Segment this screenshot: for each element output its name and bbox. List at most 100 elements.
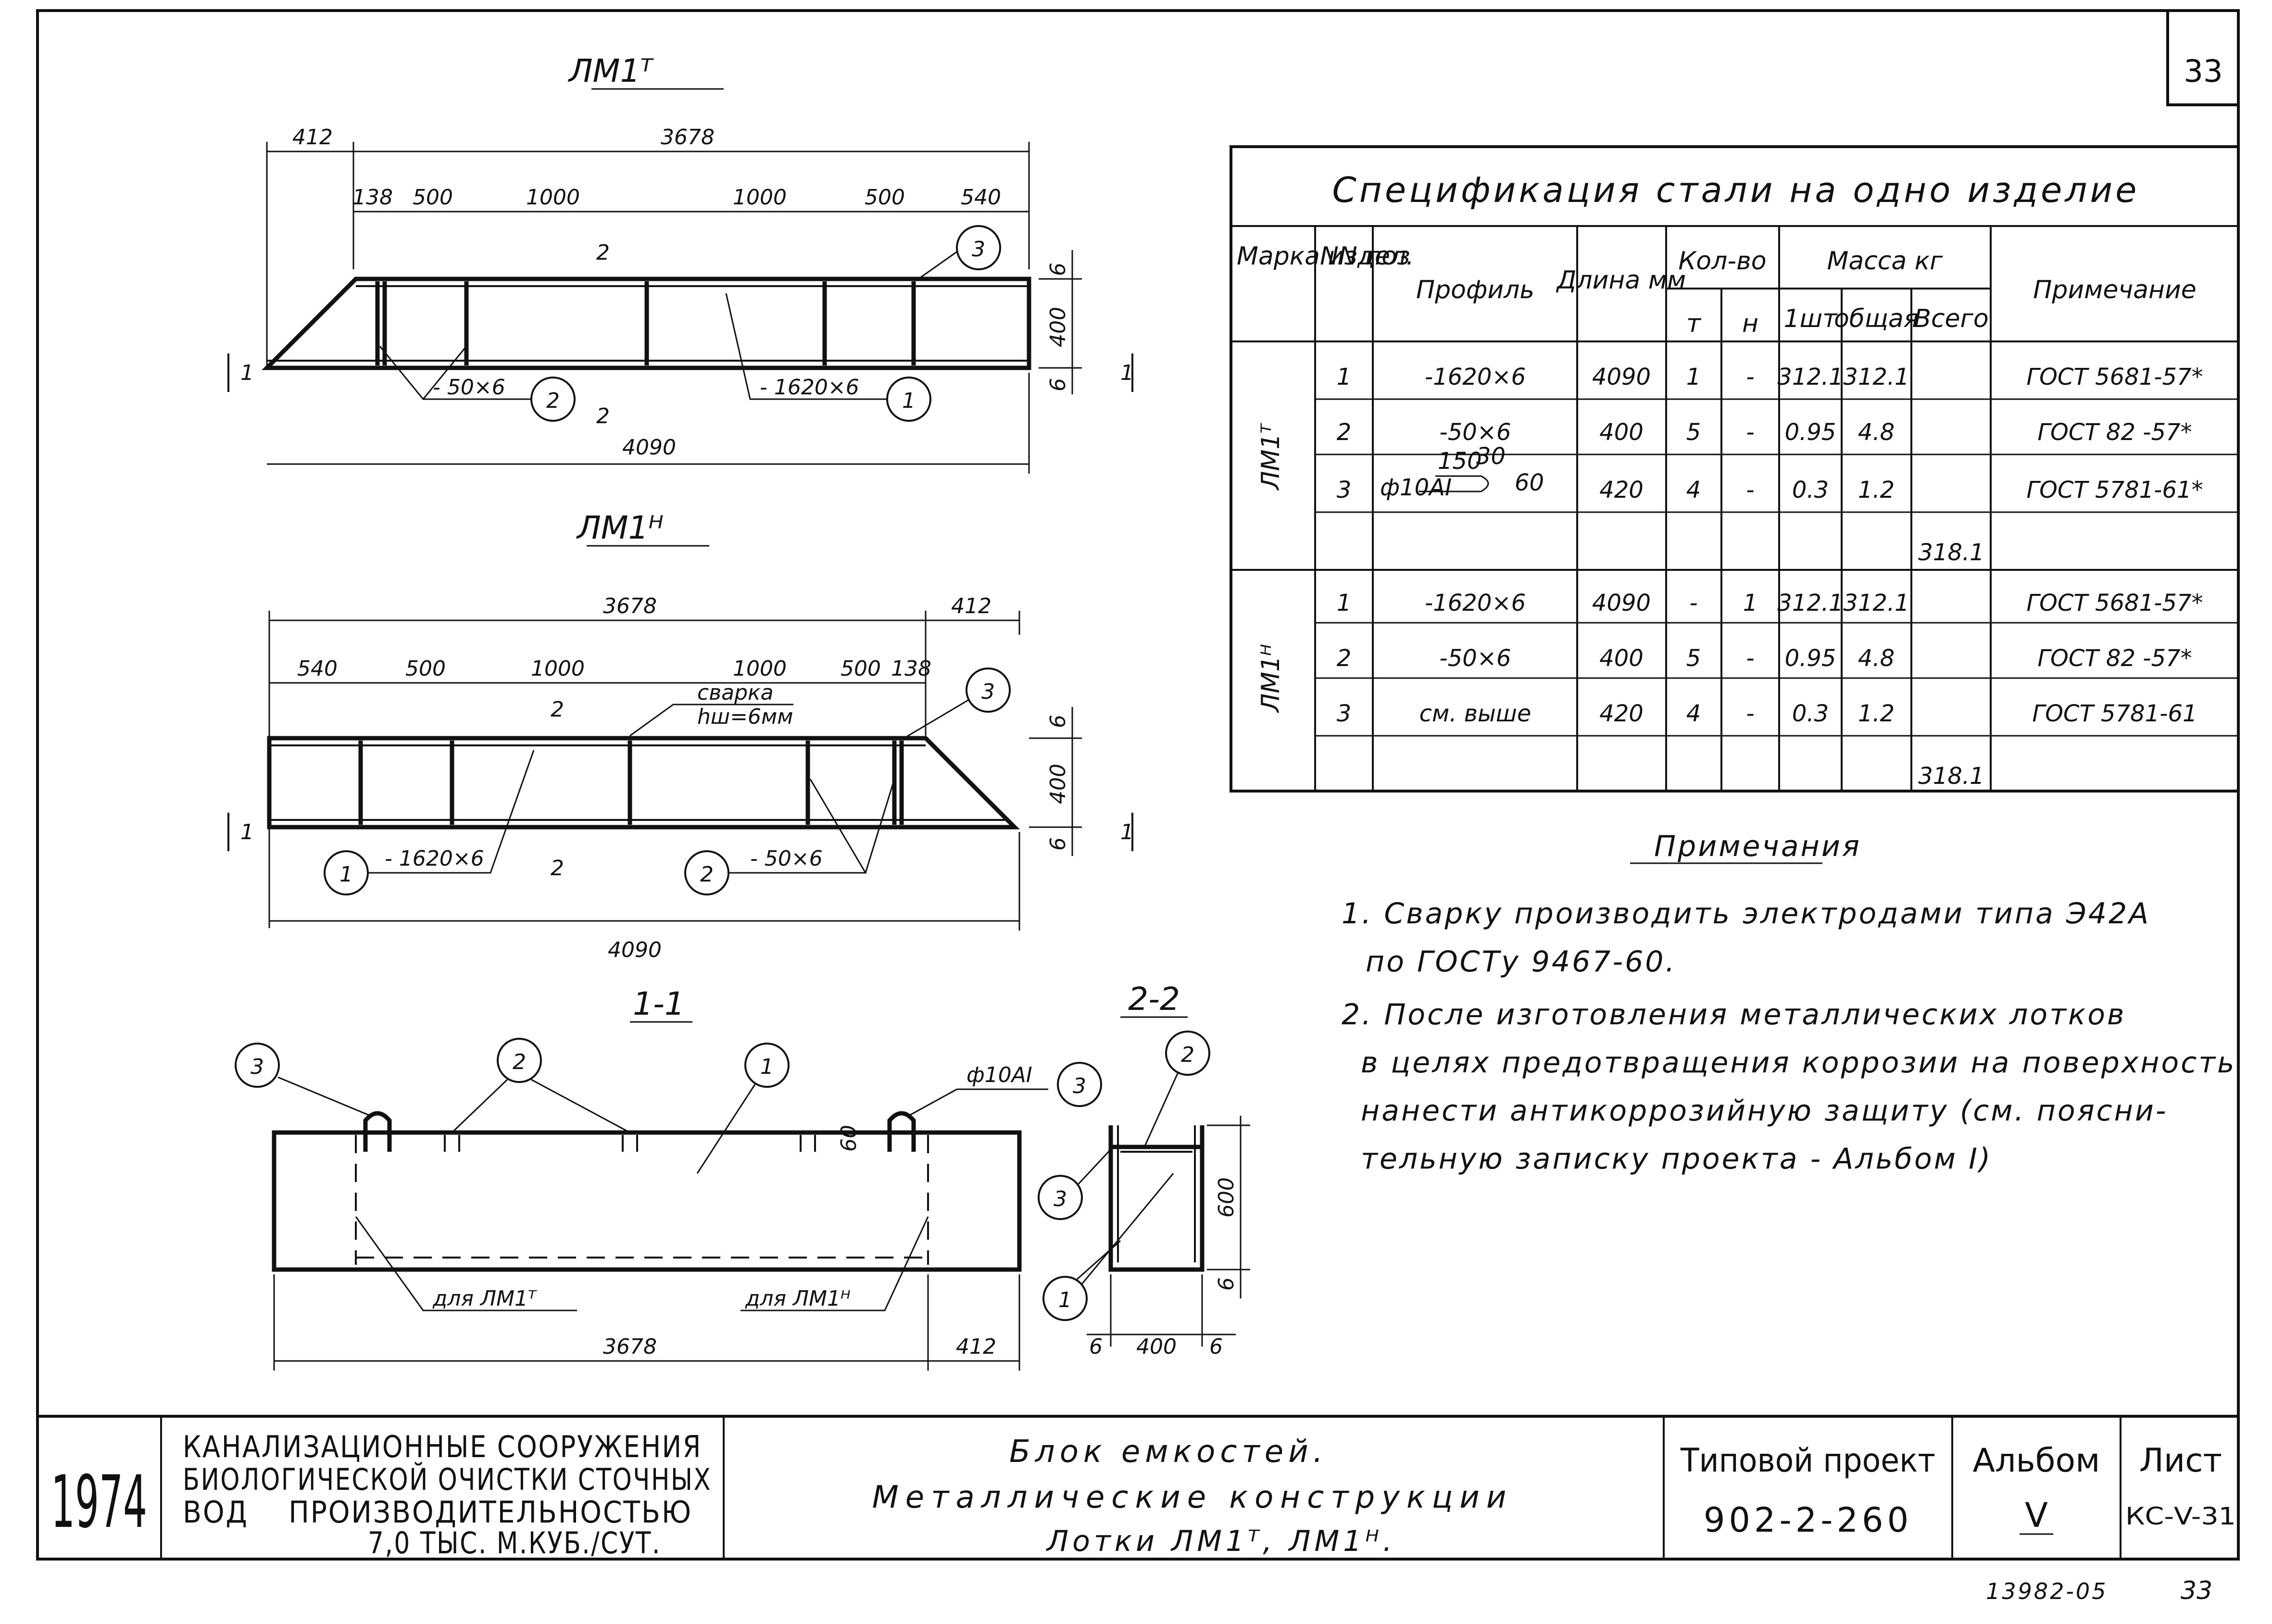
notes-title: Примечания: [1654, 830, 1861, 863]
callout-2: [497, 1038, 542, 1083]
svg-text:5: 5: [1686, 419, 1701, 446]
section-1-1-title: 1-1: [633, 985, 685, 1022]
lm1t-dim: 412: [292, 125, 333, 150]
lm1h-dim: 138: [891, 656, 931, 681]
lm1h-dim: 6: [1046, 837, 1070, 851]
svg-text:ГОСТ 82 -57*: ГОСТ 82 -57*: [2037, 419, 2192, 446]
sheet-number: 33: [2184, 54, 2222, 89]
section-1-1-dim: 60: [837, 1125, 861, 1152]
callout-3: [235, 1043, 280, 1088]
svg-text:4.8: 4.8: [1858, 419, 1895, 446]
svg-text:0.95: 0.95: [1785, 419, 1836, 446]
lm1t-dim: 400: [1046, 307, 1070, 347]
section-2-2: 2-2 2 3 1 600 6 6 400 6: [1038, 981, 1250, 1359]
lm1h-title: ЛМ1ᴴ: [576, 509, 664, 546]
svg-text:0.3: 0.3: [1792, 700, 1829, 727]
title-org: БИОЛОГИЧЕСКОЙ ОЧИСТКИ СТОЧНЫХ: [183, 1462, 712, 1497]
callout-1: [744, 1043, 790, 1088]
section-2-2-dim: 600: [1214, 1177, 1239, 1218]
notes: Примечания 1. Сварку производить электро…: [1342, 830, 2236, 1176]
lm1h-section-mark: 2: [551, 697, 564, 722]
note-line: 1. Сварку производить электродами типа Э…: [1342, 897, 2150, 931]
lm1t-dim: 1000: [733, 185, 787, 210]
spec-row: 2 -50×6 400 5 - 0.95 4.8 ГОСТ 82 -57*: [1337, 645, 2192, 672]
lm1h-dim: 540: [297, 656, 338, 681]
svg-text:4090: 4090: [1592, 590, 1651, 617]
section-1-1-dim: 3678: [603, 1334, 657, 1359]
spec-header-mass: Масса кг: [1827, 247, 1943, 276]
lm1h-dim: 1000: [531, 656, 585, 681]
title-album-label: Альбом: [1973, 1442, 2100, 1480]
title-block: 1974 КАНАЛИЗАЦИОННЫЕ СООРУЖЕНИЯ БИОЛОГИЧ…: [38, 1415, 2238, 1561]
note-line: в целях предотвращения коррозии на повер…: [1361, 1046, 2236, 1080]
spec-header-mark: Марка издел.: [1237, 242, 1414, 271]
svg-text:420: 420: [1599, 477, 1644, 504]
lm1t-section-mark: 2: [596, 404, 610, 428]
callout-3: [956, 225, 1001, 270]
svg-text:4.8: 4.8: [1858, 645, 1895, 672]
callout-3: [966, 667, 1011, 713]
title-sheet-number: КС-V-31: [2125, 1502, 2236, 1530]
lm1t-dim: 6: [1046, 378, 1070, 391]
lm1t-dim: 540: [961, 185, 1001, 210]
svg-text:5: 5: [1686, 645, 1701, 672]
svg-text:150: 150: [1438, 448, 1482, 475]
spec-group-mark: ЛМ1ᴴ: [1256, 644, 1285, 713]
svg-text:2: 2: [1337, 419, 1352, 446]
spec-header-qty-n: н: [1742, 309, 1758, 338]
svg-text:312.1: 312.1: [1843, 364, 1909, 390]
section-1-1: 1-1 3 2 1 ф10АI 3 60 для ЛМ1ᵀ дл: [235, 985, 1102, 1371]
spec-header-qty: Кол-во: [1678, 247, 1766, 276]
callout-number: 2: [1181, 1043, 1194, 1067]
callout-number: 2: [546, 389, 560, 413]
svg-text:-: -: [1689, 590, 1697, 617]
title-project-number: 902-2-260: [1704, 1500, 1912, 1540]
section-2-2-dim: 6: [1214, 1277, 1239, 1291]
lm1t-dim: 500: [413, 185, 453, 210]
spec-header-length: Длина мм: [1556, 266, 1686, 295]
spec-group-total: 318.1: [1918, 539, 1984, 566]
svg-text:-50×6: -50×6: [1439, 419, 1511, 446]
lm1t-drawing: ЛМ1ᵀ 412 3678 138 500 1000 1000 500 540: [227, 52, 1134, 474]
callout-1: [1042, 1276, 1088, 1321]
spec-header-mass-one: 1шт: [1784, 304, 1838, 333]
lm1h-dim: 500: [841, 656, 881, 681]
spec-group-total: 318.1: [1918, 763, 1984, 790]
svg-text:ГОСТ 5781-61*: ГОСТ 5781-61*: [2026, 477, 2203, 504]
spec-row: 2 -50×6 400 5 - 0.95 4.8 ГОСТ 82 -57*: [1337, 419, 2192, 446]
callout-number: 2: [700, 862, 714, 887]
spec-row: 3 ф10АI 150 30 60 420 4 - 0.3 1.2 ГОСТ 5…: [1337, 443, 2203, 504]
svg-text:-: -: [1746, 364, 1754, 390]
lm1h-dim: 400: [1046, 764, 1070, 804]
section-1-1-for-t: для ЛМ1ᵀ: [432, 1286, 537, 1311]
section-2-2-title: 2-2: [1128, 981, 1180, 1018]
svg-text:1.2: 1.2: [1858, 477, 1895, 504]
title-org: ВОД ПРОИЗВОДИТЕЛЬНОСТЬЮ: [183, 1495, 692, 1530]
svg-text:1: 1: [1337, 590, 1352, 617]
svg-text:420: 420: [1599, 700, 1644, 727]
svg-text:4: 4: [1686, 477, 1701, 504]
rebar-sketch: [1418, 475, 1489, 492]
lm1h-dim: 3678: [603, 594, 657, 618]
svg-text:ГОСТ 5681-57*: ГОСТ 5681-57*: [2026, 364, 2203, 390]
svg-text:ГОСТ 5681-57*: ГОСТ 5681-57*: [2026, 590, 2203, 617]
spec-row: 3 см. выше 420 4 - 0.3 1.2 ГОСТ 5781-61: [1337, 700, 2197, 727]
lm1h-dim: 4090: [608, 938, 662, 962]
callout-3: [1057, 1062, 1102, 1107]
spec-header-profile: Профиль: [1416, 276, 1534, 304]
svg-text:312.1: 312.1: [1777, 364, 1843, 390]
title-drawing: Блок емкостей.: [1009, 1434, 1328, 1470]
note-line: 2. После изготовления металлических лотк…: [1342, 998, 2126, 1032]
lm1h-section-mark: 1: [1120, 820, 1134, 844]
lm1h-drawing: ЛМ1ᴴ 3678 412 540 500 1000 1000 500 138 …: [227, 509, 1134, 962]
lm1h-weld-label: сварка: [697, 680, 774, 705]
spec-table-frame: [1230, 145, 2240, 793]
lm1h-section-mark: 1: [240, 820, 254, 844]
section-1-1-dim: 412: [956, 1334, 996, 1359]
svg-text:312.1: 312.1: [1843, 590, 1909, 617]
lm1t-dim: 3678: [661, 125, 715, 150]
svg-text:1: 1: [1337, 364, 1352, 390]
section-1-1-outline: [272, 1130, 1022, 1272]
svg-text:-: -: [1746, 477, 1754, 504]
